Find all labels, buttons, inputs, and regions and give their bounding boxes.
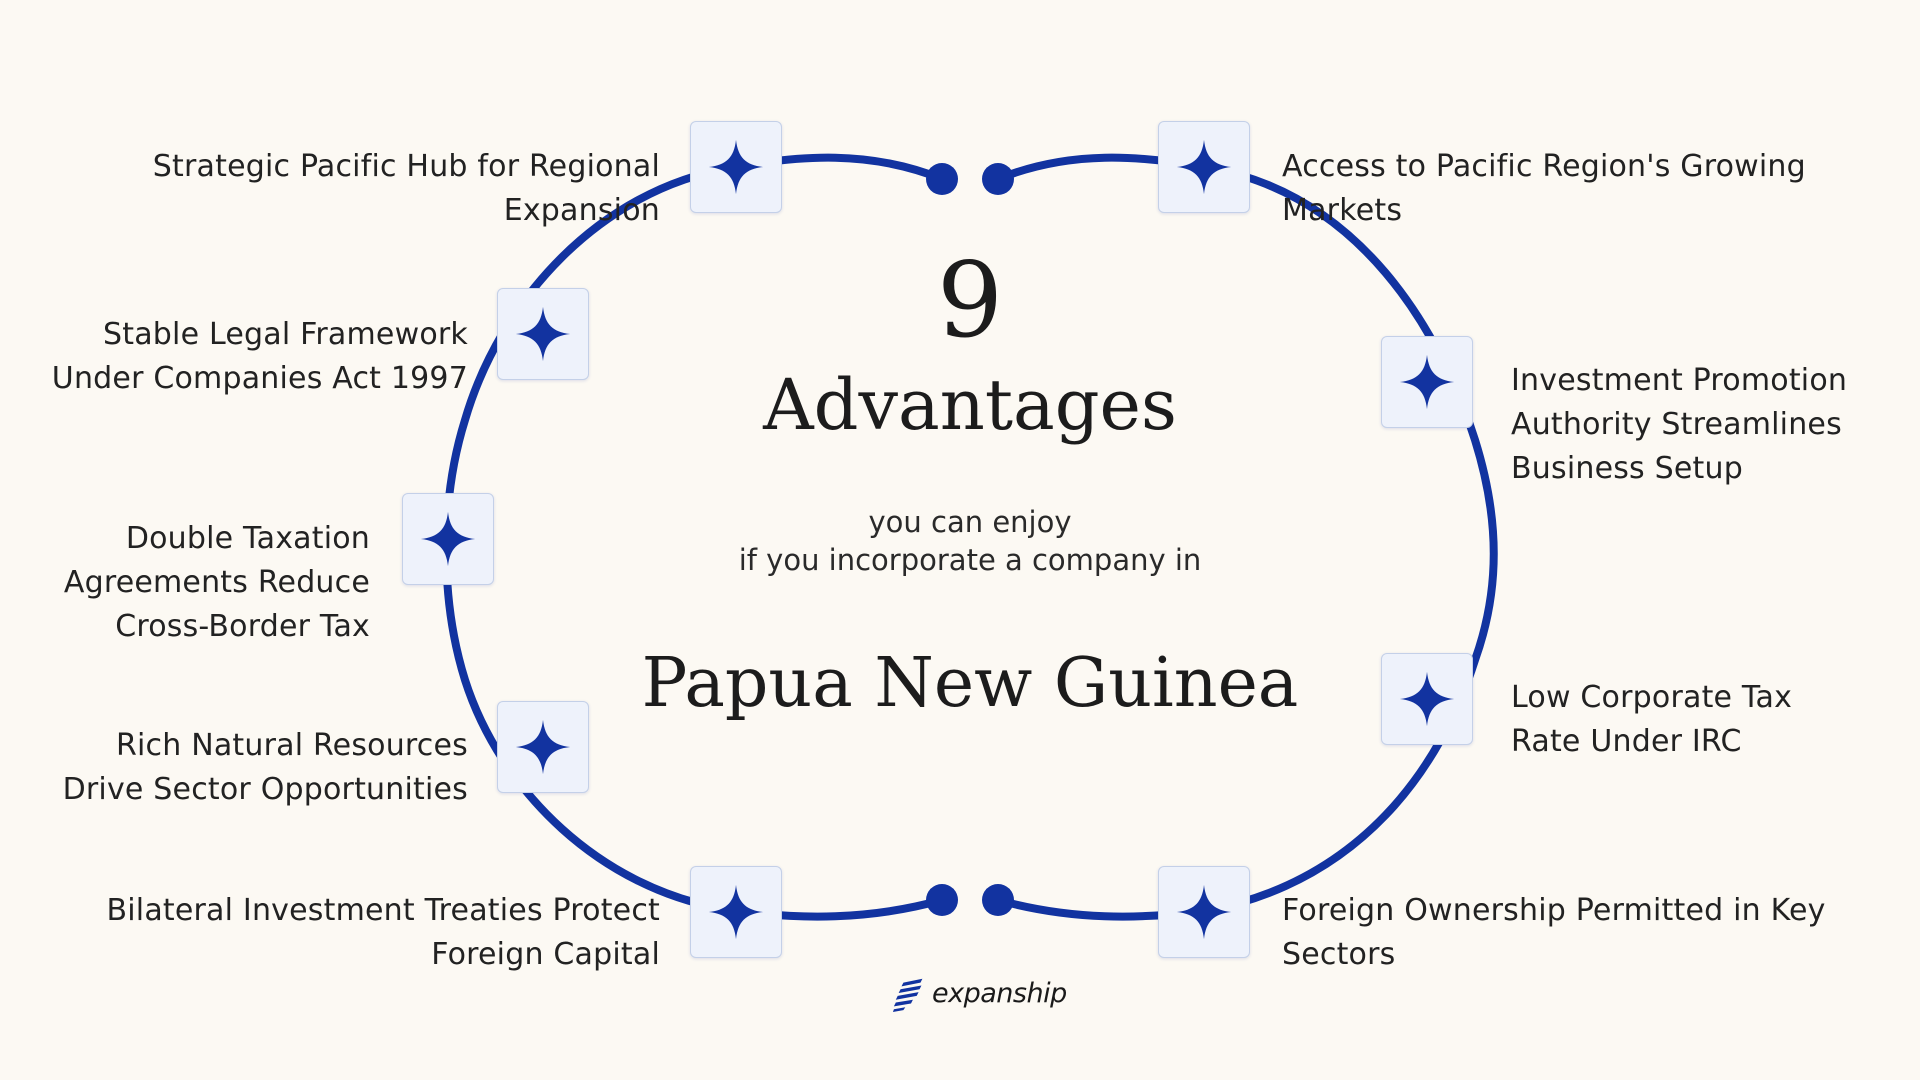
advantage-6-line-1: Access to Pacific Region's Growing xyxy=(1282,149,1806,184)
advantage-4-icon-tile xyxy=(497,701,589,793)
sparkle-icon xyxy=(420,511,476,567)
advantage-2-line-1: Stable Legal Framework xyxy=(103,317,468,352)
advantage-6-label: Access to Pacific Region's Growing Marke… xyxy=(1282,145,1806,233)
sparkle-icon xyxy=(1399,671,1455,727)
advantage-1-line-1: Strategic Pacific Hub for Regional xyxy=(152,149,660,184)
advantage-2-line-2: Under Companies Act 1997 xyxy=(51,361,468,396)
ring-end-dot-bottom-left xyxy=(926,884,958,916)
advantage-9-line-1: Foreign Ownership Permitted in Key xyxy=(1282,893,1826,928)
country-name: Papua New Guinea xyxy=(641,644,1299,723)
brand-name: expanship xyxy=(932,978,1067,1009)
ring-end-dot-top-right xyxy=(982,163,1014,195)
advantage-1-label: Strategic Pacific Hub for Regional Expan… xyxy=(153,145,660,233)
brand-logo: expanship xyxy=(892,974,1067,1014)
advantages-count: 9 xyxy=(936,239,1004,361)
advantage-8-line-2: Rate Under IRC xyxy=(1511,724,1742,759)
subtitle-line-2: if you incorporate a company in xyxy=(738,543,1202,577)
advantage-3-line-1: Double Taxation xyxy=(125,521,370,556)
advantage-9-line-2: Sectors xyxy=(1282,937,1396,972)
advantage-8-line-1: Low Corporate Tax xyxy=(1511,680,1793,715)
sparkle-icon xyxy=(708,139,764,195)
advantage-4-line-1: Rich Natural Resources xyxy=(115,728,468,763)
advantage-7-line-3: Business Setup xyxy=(1511,451,1743,486)
advantage-3-line-3: Cross-Border Tax xyxy=(115,609,370,644)
advantage-9-label: Foreign Ownership Permitted in Key Secto… xyxy=(1282,889,1826,977)
sparkle-icon xyxy=(515,306,571,362)
advantage-3-label: Double Taxation Agreements Reduce Cross-… xyxy=(64,517,370,649)
advantage-2-label: Stable Legal Framework Under Companies A… xyxy=(52,313,468,401)
advantage-3-icon-tile xyxy=(402,493,494,585)
advantage-6-icon-tile xyxy=(1158,121,1250,213)
subtitle-line-1: you can enjoy xyxy=(868,505,1072,539)
advantage-5-line-1: Bilateral Investment Treaties Protect xyxy=(106,893,660,928)
expanship-logo-icon xyxy=(892,978,923,1013)
ring-end-dot-bottom-right xyxy=(982,884,1014,916)
advantage-7-label: Investment Promotion Authority Streamlin… xyxy=(1511,359,1847,491)
advantage-1-line-2: Expansion xyxy=(503,193,660,228)
advantage-4-label: Rich Natural Resources Drive Sector Oppo… xyxy=(63,724,468,812)
advantage-7-line-2: Authority Streamlines xyxy=(1511,407,1842,442)
advantage-8-label: Low Corporate Tax Rate Under IRC xyxy=(1511,676,1792,764)
advantage-3-line-2: Agreements Reduce xyxy=(63,565,370,600)
sparkle-icon xyxy=(708,884,764,940)
advantage-5-icon-tile xyxy=(690,866,782,958)
advantage-9-icon-tile xyxy=(1158,866,1250,958)
advantage-5-line-2: Foreign Capital xyxy=(431,937,660,972)
advantage-7-line-1: Investment Promotion xyxy=(1511,363,1848,398)
page-title: Advantages xyxy=(763,364,1177,446)
advantage-2-icon-tile xyxy=(497,288,589,380)
sparkle-icon xyxy=(1399,354,1455,410)
advantage-5-label: Bilateral Investment Treaties Protect Fo… xyxy=(106,889,660,977)
advantage-4-line-2: Drive Sector Opportunities xyxy=(62,772,468,807)
ring-end-dot-top-left xyxy=(926,163,958,195)
sparkle-icon xyxy=(1176,139,1232,195)
advantage-6-line-2: Markets xyxy=(1282,193,1403,228)
sparkle-icon xyxy=(515,719,571,775)
advantage-1-icon-tile xyxy=(690,121,782,213)
advantage-7-icon-tile xyxy=(1381,336,1473,428)
advantage-8-icon-tile xyxy=(1381,653,1473,745)
sparkle-icon xyxy=(1176,884,1232,940)
